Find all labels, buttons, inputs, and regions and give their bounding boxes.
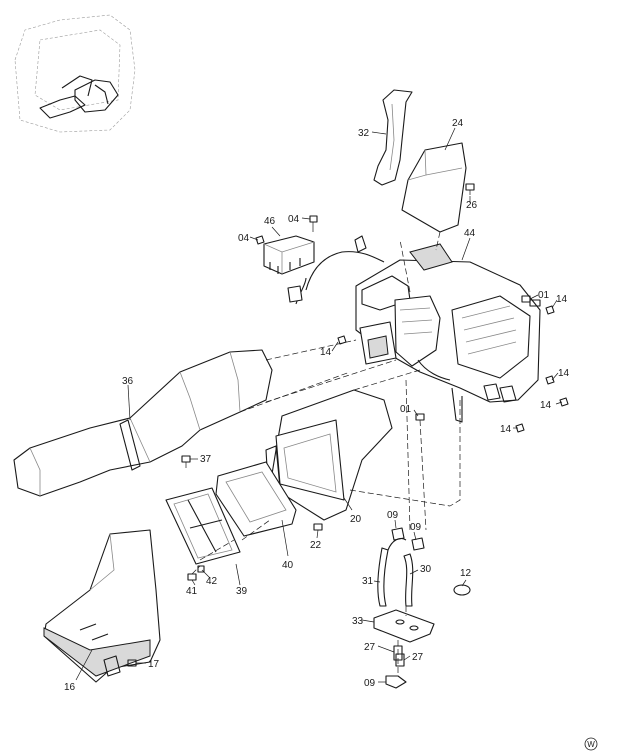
label-14a: 14 [556,294,568,305]
label-01a: 01 [538,290,550,301]
label-46: 46 [264,216,276,227]
screw-04a [255,235,265,245]
fitting-27b [395,653,405,667]
svg-text:W: W [587,740,595,749]
controller-46 [263,235,315,275]
label-30: 30 [420,564,432,575]
label-16: 16 [64,682,76,693]
wire-harness [287,235,385,305]
screw-01b [415,413,425,421]
part-labels: 24 32 26 46 04 04 44 01 14 14 14 14 14 3… [64,118,570,693]
screw-41 [187,573,197,581]
clip-09b [411,537,425,551]
screw-14c [545,375,555,385]
filter-39 [165,487,241,565]
label-20: 20 [350,514,362,525]
location-thumbnail [14,14,136,133]
label-14b: 14 [320,347,332,358]
filter-frame-40 [215,461,297,537]
label-09c: 09 [364,678,376,689]
screw-22 [313,523,323,531]
leader-lines [75,127,563,683]
duct-16 [43,529,161,683]
hose-31 [377,537,407,607]
screw-01a [521,295,531,303]
label-04a: 04 [288,214,300,225]
heater-unit-44 [355,243,541,423]
label-27a: 27 [364,642,376,653]
screw-37 [181,455,191,468]
label-14e: 14 [500,424,512,435]
screw-17 [127,659,137,667]
label-09b: 09 [410,522,422,533]
label-41: 41 [186,586,198,597]
label-37: 37 [200,454,212,465]
screw-14a [545,305,555,315]
label-01b: 01 [400,404,412,415]
screw-14d [559,397,569,407]
label-32: 32 [358,128,370,139]
label-33: 33 [352,616,364,627]
label-27b: 27 [412,652,424,663]
label-42: 42 [206,576,218,587]
fitting-27a [393,645,403,661]
assembly-lines [191,231,461,674]
duct-24 [401,142,467,233]
label-31: 31 [362,576,374,587]
watermark-mark: W [584,737,598,751]
plate-33 [373,609,435,643]
label-44: 44 [464,228,476,239]
label-24: 24 [452,118,464,129]
screw-26 [465,183,475,195]
duct-32 [373,89,413,186]
label-22: 22 [310,540,322,551]
housing-20 [265,389,393,521]
clip-09c [385,675,407,689]
label-14d: 14 [540,400,552,411]
label-17: 17 [148,659,160,670]
duct-36 [13,349,273,497]
label-40: 40 [282,560,294,571]
label-36: 36 [122,376,134,387]
label-09a: 09 [387,510,399,521]
cap-12 [453,584,471,596]
label-12: 12 [460,568,472,579]
screw-14e [515,423,525,433]
hose-30 [403,553,414,607]
clip-09a [391,527,405,541]
label-26: 26 [466,200,478,211]
label-04b: 04 [238,233,250,244]
label-39: 39 [236,586,248,597]
label-14c: 14 [558,368,570,379]
screw-04b [309,215,318,232]
